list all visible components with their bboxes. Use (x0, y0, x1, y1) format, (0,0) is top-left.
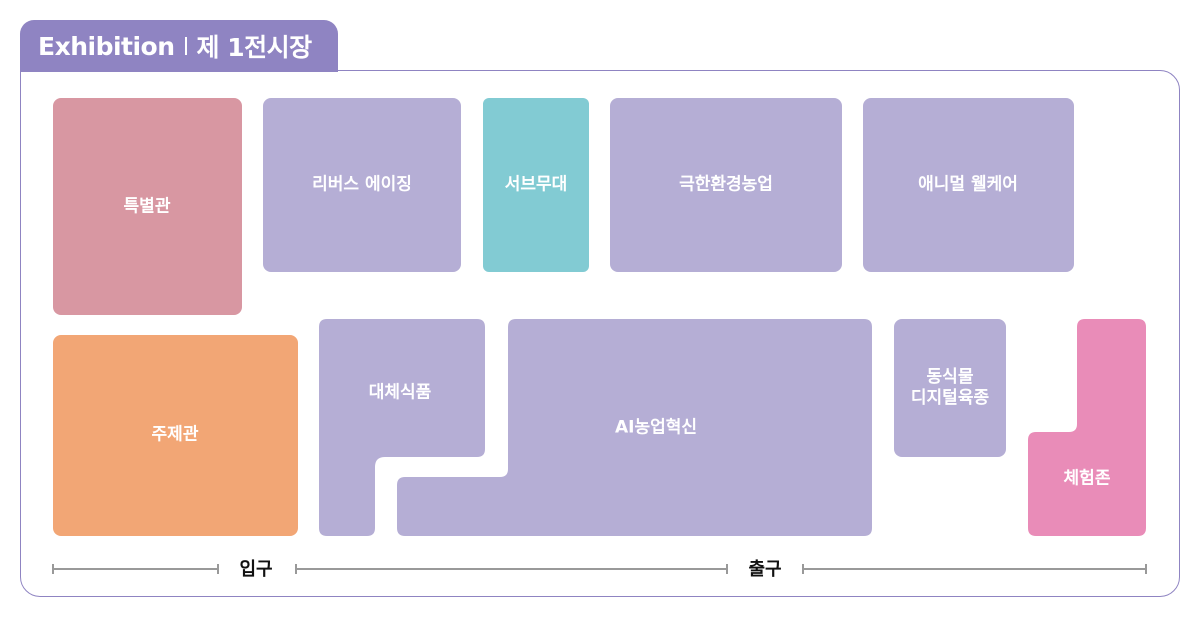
zone-alt-food[interactable] (319, 319, 485, 536)
label-line: 동식물 (926, 366, 974, 387)
label-animal-welfare: 애니멀 웰케어 (918, 174, 1018, 195)
label-ai-agri: AI농업혁신 (614, 417, 698, 438)
entrance-label: 입구 (239, 559, 273, 580)
subtitle: 제 1전시장 (196, 33, 313, 62)
zone-animal-welfare[interactable] (863, 98, 1074, 272)
label-digital-breeding: 동식물 디지털육종 (911, 367, 989, 410)
label-extreme-farming: 극한환경농업 (679, 174, 773, 195)
zone-reverse-aging[interactable] (263, 98, 461, 272)
zone-digital-breeding[interactable] (894, 319, 1006, 457)
floor-frame (20, 70, 1180, 597)
zone-ai-agri[interactable] (397, 319, 872, 536)
zone-extreme-farming[interactable] (610, 98, 842, 272)
zone-theme[interactable] (53, 335, 298, 536)
zone-special[interactable] (53, 98, 242, 315)
zone-experience[interactable] (1028, 319, 1146, 536)
title: Exhibition (38, 31, 175, 61)
label-alt-food: 대체식품 (368, 382, 432, 403)
zone-sub-stage[interactable] (483, 98, 589, 272)
divider (184, 37, 187, 55)
route-lines (52, 564, 1147, 574)
label-reverse-aging: 리버스 에이징 (312, 174, 412, 195)
label-special: 특별관 (123, 196, 171, 217)
exit-label: 출구 (748, 559, 782, 580)
label-sub-stage: 서브무대 (504, 174, 568, 195)
label-theme: 주제관 (151, 424, 199, 445)
label-experience: 체험존 (1063, 468, 1111, 489)
hall-title-tab: Exhibition 제 1전시장 (20, 20, 338, 72)
label-line: 디지털육종 (910, 388, 990, 408)
